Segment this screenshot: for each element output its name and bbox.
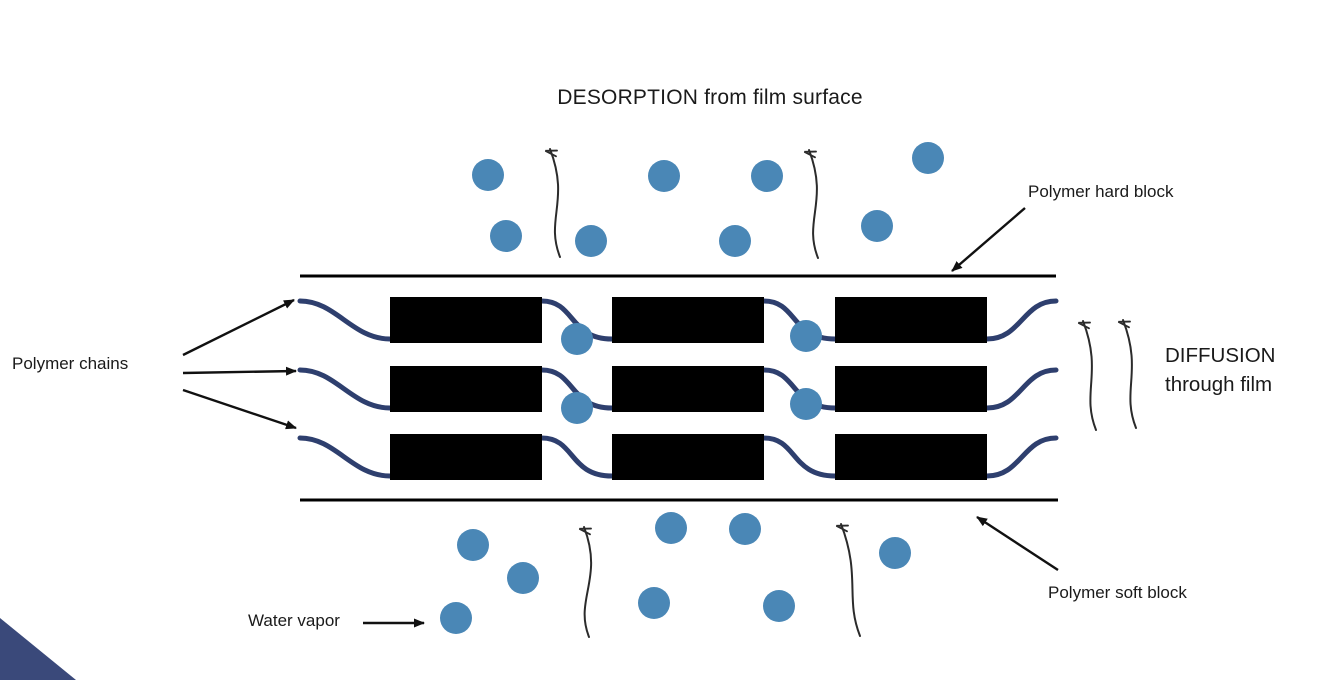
- polymer-hard-block-r2c1: [390, 366, 542, 412]
- polymer-hard-block-r3c1: [390, 434, 542, 480]
- soft-block-arrow: [976, 515, 1059, 572]
- water-molecule-above-7: [861, 210, 893, 242]
- hard-block-arrow: [951, 207, 1026, 272]
- polymer-hard-block-r1c3: [835, 297, 987, 343]
- diffusion-arrow-right: [1117, 319, 1137, 429]
- absorption-arrow-left: [578, 526, 593, 638]
- water-molecule-above-4: [648, 160, 680, 192]
- polymer-chains-label: Polymer chains: [12, 354, 129, 373]
- diffusion-label-line2: through film: [1165, 373, 1273, 396]
- polymer-hard-block-r3c2: [612, 434, 764, 480]
- water-molecule-above-6: [751, 160, 783, 192]
- water-molecule-above-3: [575, 225, 607, 257]
- water-molecule-inside-4: [790, 388, 822, 420]
- polymer-hard-block-r2c3: [835, 366, 987, 412]
- water-molecule-below-3: [440, 602, 472, 634]
- water-molecule-above-8: [912, 142, 944, 174]
- water-molecule-above-5: [719, 225, 751, 257]
- water-molecule-below-6: [638, 587, 670, 619]
- polymer-chain-row-2: [297, 367, 1059, 411]
- absorption-arrow-right: [835, 523, 861, 637]
- water-molecule-below-1: [457, 529, 489, 561]
- hard-block-label: Polymer hard block: [1028, 182, 1174, 201]
- diffusion-arrow-left: [1077, 320, 1097, 431]
- water-vapor-label: Water vapor: [248, 611, 340, 630]
- water-molecule-below-2: [507, 562, 539, 594]
- water-molecule-above-1: [472, 159, 504, 191]
- water-molecule-above-2: [490, 220, 522, 252]
- chains-arrow-bottom: [182, 388, 297, 430]
- polymer-hard-block-r3c3: [835, 434, 987, 480]
- water-molecule-below-5: [729, 513, 761, 545]
- water-molecule-below-7: [763, 590, 795, 622]
- chains-arrow-middle: [182, 366, 297, 376]
- diagram-title: DESORPTION from film surface: [557, 86, 863, 109]
- corner-accent-triangle: [0, 618, 76, 680]
- diffusion-label-line1: DIFFUSION: [1165, 344, 1276, 367]
- water-molecule-inside-3: [561, 392, 593, 424]
- water-molecule-inside-1: [561, 323, 593, 355]
- polymer-chain-row-1: [297, 298, 1059, 342]
- polymer-hard-block-r1c1: [390, 297, 542, 343]
- water-molecule-below-4: [655, 512, 687, 544]
- polymer-hard-block-r1c2: [612, 297, 764, 343]
- soft-block-label: Polymer soft block: [1048, 583, 1187, 602]
- desorption-arrow-right: [803, 149, 819, 259]
- water-molecule-below-8: [879, 537, 911, 569]
- water-molecule-inside-2: [790, 320, 822, 352]
- diffusion-label: DIFFUSION through film: [1165, 341, 1275, 399]
- desorption-arrow-left: [544, 148, 561, 258]
- polymer-hard-block-r2c2: [612, 366, 764, 412]
- chains-arrow-top: [182, 298, 295, 357]
- polymer-chain-row-3: [297, 435, 1059, 479]
